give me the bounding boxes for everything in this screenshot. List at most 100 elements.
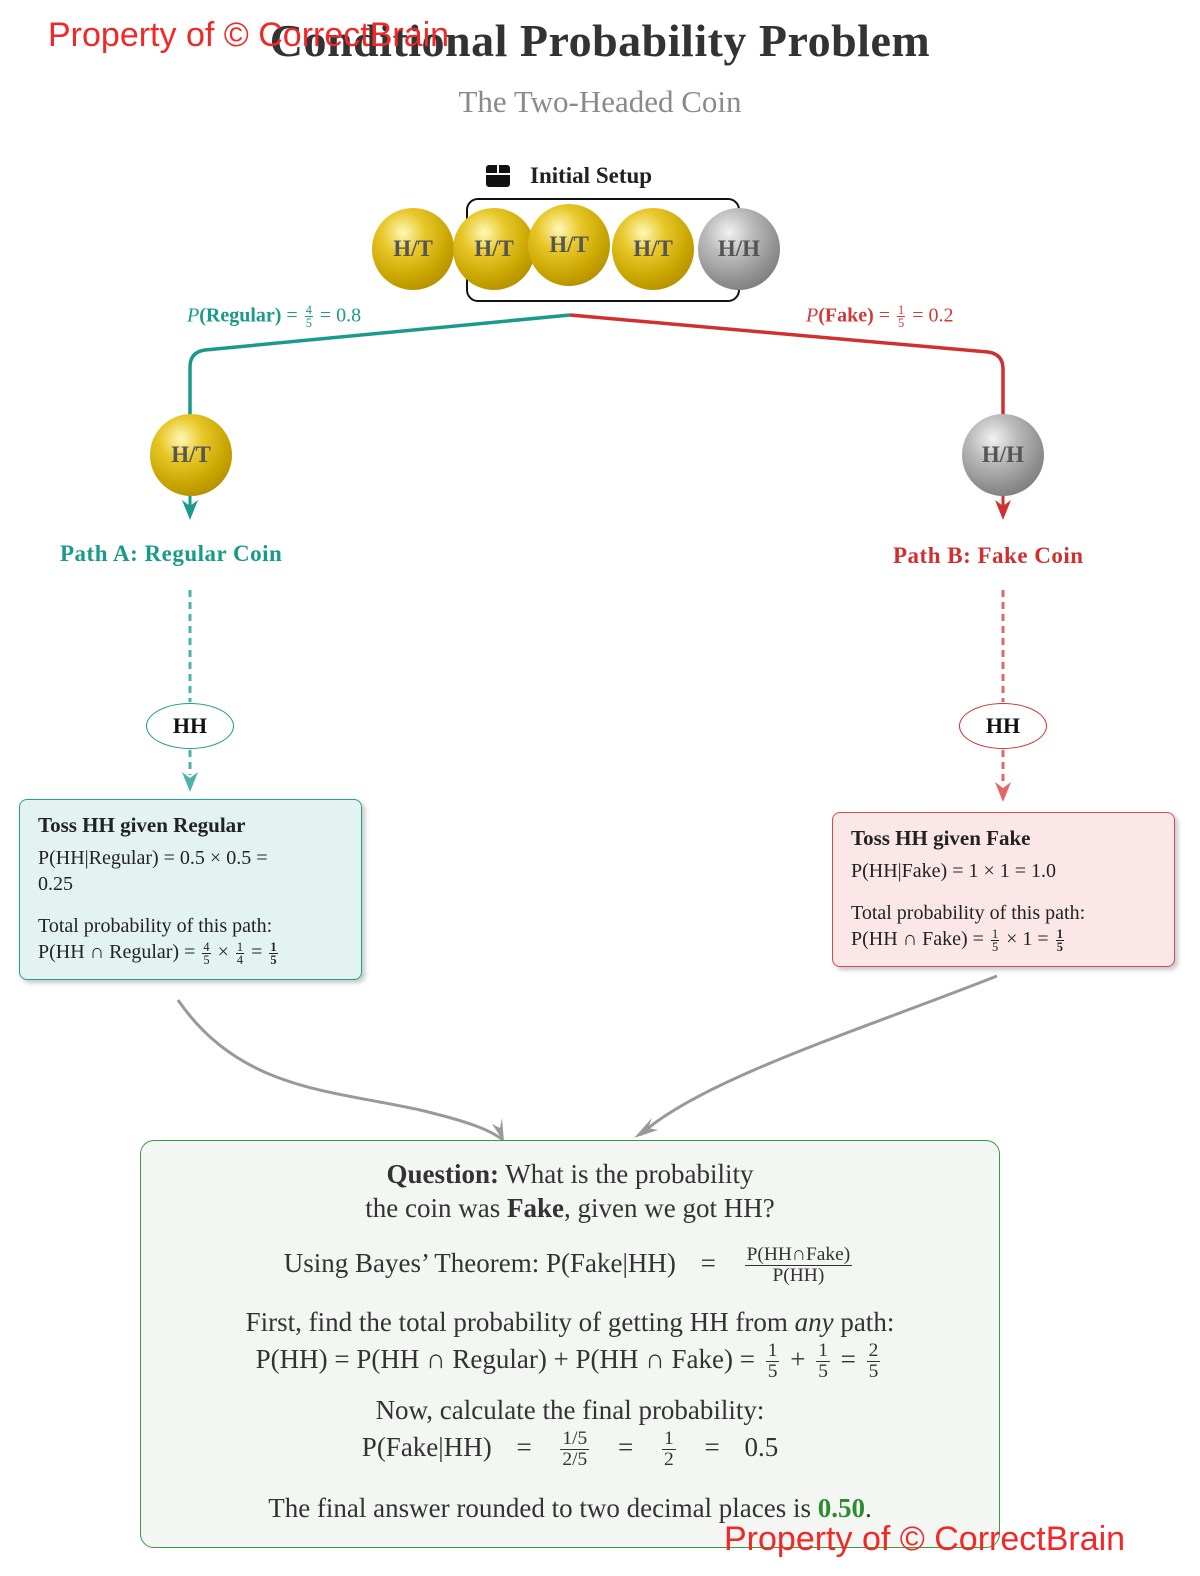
- answer-value: 0.50: [817, 1493, 866, 1523]
- denominator: 2/5: [562, 1449, 588, 1471]
- prob-symbol: P: [187, 304, 200, 327]
- question-emph: Fake: [507, 1193, 564, 1223]
- denominator: 5: [991, 940, 999, 955]
- dashed-arrow-head-fake: [995, 782, 1011, 802]
- card-regular: Toss HH given Regular P(HH|Regular) = 0.…: [19, 799, 362, 980]
- question-text: What is the probability: [499, 1159, 754, 1189]
- numerator: P(HH∩Fake): [744, 1244, 853, 1267]
- numerator: 1: [897, 303, 906, 318]
- curve-regular-to-solution: [176, 999, 504, 1142]
- page-subtitle: The Two-Headed Coin: [458, 84, 742, 119]
- curve-fake-to-solution: [638, 974, 998, 1137]
- equals: =: [700, 1248, 716, 1279]
- total-intro-text: path:: [833, 1307, 895, 1337]
- numerator: 1: [816, 1340, 830, 1363]
- plus: +: [790, 1344, 806, 1375]
- coin-regular-4: H/T: [612, 208, 694, 290]
- initial-setup-text: Initial Setup: [530, 163, 653, 188]
- numerator: 1: [1055, 926, 1064, 942]
- coin-label: H/T: [633, 236, 673, 261]
- question-text: , given we got HH?: [564, 1193, 775, 1223]
- total-intro-text: First, find the total probability of get…: [245, 1307, 795, 1337]
- coin-fake: H/H: [698, 208, 780, 290]
- question-line-2: the coin was Fake, given we got HH?: [141, 1193, 999, 1224]
- card-line-conditional: P(HH|Regular) = 0.5 × 0.5 =: [38, 847, 268, 870]
- bayes-fraction: P(HH∩Fake)P(HH): [744, 1244, 853, 1287]
- denominator: 5: [818, 1361, 828, 1383]
- times: ×: [217, 941, 229, 964]
- denominator: 5: [767, 1361, 778, 1383]
- total-intro-line: First, find the total probability of get…: [141, 1307, 999, 1338]
- coin-label: H/H: [981, 442, 1025, 467]
- answer-line: The final answer rounded to two decimal …: [141, 1493, 999, 1524]
- page-title: Conditional Probability Problem: [269, 15, 931, 66]
- denominator: 2: [664, 1449, 674, 1471]
- final-intro-line: Now, calculate the final probability:: [375, 1395, 765, 1425]
- branch-coin-fake: H/H: [962, 414, 1044, 496]
- bayes-line: Using Bayes’ Theorem: P(Fake|HH) = P(HH∩…: [141, 1244, 999, 1287]
- total-intro-emph: any: [794, 1307, 834, 1337]
- card-title: Toss HH given Fake: [851, 826, 1031, 850]
- outcome-node-fake: HH: [959, 703, 1047, 749]
- bayes-lhs: P(Fake|HH): [545, 1248, 676, 1279]
- final-value: 0.5: [744, 1432, 779, 1463]
- prob-value: = 0.2: [912, 304, 954, 327]
- numerator: 1: [765, 1340, 780, 1363]
- equals: =: [286, 304, 298, 327]
- denominator: P(HH): [772, 1265, 825, 1287]
- joint-expr: P(HH ∩ Fake) =: [851, 928, 984, 951]
- prob-symbol: P: [806, 304, 819, 327]
- numerator: 2: [866, 1340, 881, 1363]
- numerator: 1/5: [560, 1428, 590, 1451]
- joint-expr: P(HH ∩ Regular) =: [38, 941, 196, 964]
- arrow-head-fake: [995, 500, 1011, 520]
- arrow-head-regular: [182, 500, 198, 520]
- question-label: Question:: [386, 1159, 500, 1189]
- watermark-top: Property of © CorrectBrain: [48, 16, 450, 54]
- denominator: 5: [1056, 940, 1063, 955]
- numerator: 4: [304, 303, 313, 318]
- branch-coin-regular: H/T: [150, 414, 232, 496]
- coin-label: H/T: [171, 442, 211, 467]
- denominator: 5: [203, 953, 210, 968]
- coin-regular-2: H/T: [453, 208, 535, 290]
- equals: =: [618, 1432, 634, 1463]
- prob-event: (Regular): [199, 304, 282, 327]
- times: × 1 =: [1006, 928, 1049, 951]
- dashed-arrow-head-regular: [182, 772, 198, 792]
- equals: =: [878, 304, 891, 327]
- total-expr: P(HH) = P(HH ∩ Regular) + P(HH ∩ Fake) =: [255, 1344, 755, 1375]
- coin-label: H/H: [717, 236, 761, 261]
- final-lhs: P(Fake|HH): [361, 1432, 492, 1463]
- coin-label: H/T: [393, 236, 433, 261]
- numerator: 1: [235, 939, 245, 955]
- curve-arrowhead-regular: [492, 1118, 504, 1142]
- branch-line-fake: [569, 313, 1005, 416]
- branch-line-regular: [188, 313, 571, 416]
- coin-regular-1: H/T: [372, 208, 454, 290]
- denominator: 4: [236, 953, 244, 968]
- prob-value: = 0.8: [319, 304, 362, 327]
- curve-arrowhead-fake: [634, 1118, 658, 1138]
- numerator: 1: [990, 926, 1000, 942]
- card-line-total-label: Total probability of this path:: [38, 915, 273, 938]
- equals: =: [704, 1432, 720, 1463]
- question-text: the coin was: [365, 1193, 507, 1223]
- equals: =: [516, 1432, 532, 1463]
- outcome-node-regular: HH: [146, 703, 234, 749]
- denominator: 5: [305, 316, 312, 331]
- prob-event: (Fake): [818, 304, 874, 327]
